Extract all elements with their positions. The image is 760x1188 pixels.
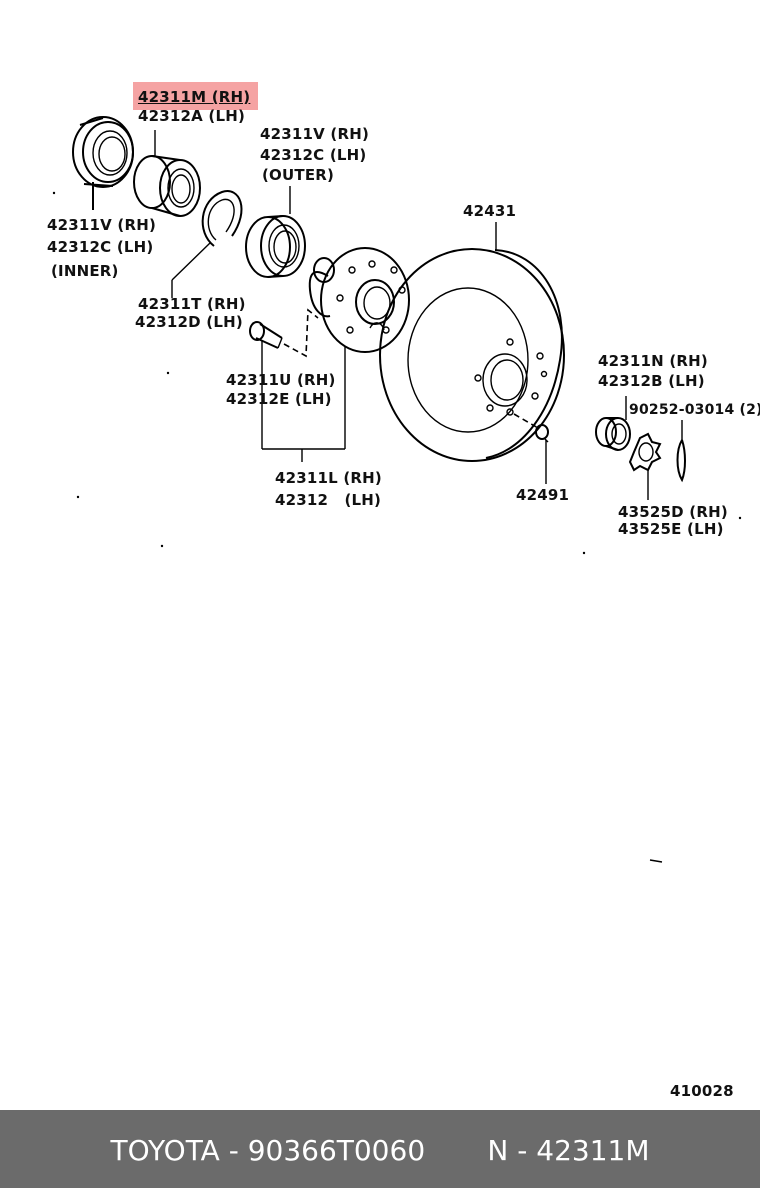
label-lock-cap-rh[interactable]: 43525D (RH) <box>618 503 728 521</box>
inner-oil-seal-drawing <box>72 116 134 210</box>
hub-bolt-drawing <box>249 308 319 375</box>
label-outer-seal-note: (OUTER) <box>262 166 335 184</box>
outer-oil-seal-drawing <box>245 186 306 278</box>
hub-assembly-bracket <box>261 346 346 462</box>
label-bearing-rh[interactable]: 42311M (RH) <box>138 88 251 106</box>
snap-ring-drawing <box>171 190 243 298</box>
label-bearing-lh[interactable]: 42312A (LH) <box>138 107 246 125</box>
hub-flange-drawing <box>308 247 410 353</box>
label-lock-cap-lh[interactable]: 43525E (LH) <box>618 520 724 538</box>
label-cotter-pin[interactable]: 90252-03014 (2) <box>629 402 760 418</box>
figure-number: 410028 <box>670 1082 734 1100</box>
label-outer-seal-rh[interactable]: 42311V (RH) <box>260 125 370 143</box>
footer-bar: TOYOTA - 90366T0060 N - 42311M <box>0 1110 760 1188</box>
label-screw[interactable]: 42491 <box>516 486 570 504</box>
label-hub-lh[interactable]: 42312 (LH) <box>275 491 382 509</box>
label-disc[interactable]: 42431 <box>463 202 517 220</box>
label-inner-seal-note: (INNER) <box>51 262 119 280</box>
selected-part-highlight <box>133 82 258 110</box>
exploded-hub-diagram <box>52 116 742 863</box>
label-hub-rh[interactable]: 42311L (RH) <box>275 469 382 487</box>
label-snap-ring-rh[interactable]: 42311T (RH) <box>138 295 246 313</box>
label-inner-seal-rh[interactable]: 42311V (RH) <box>47 216 157 234</box>
brake-disc-drawing <box>379 222 565 462</box>
cotter-pin-drawing <box>676 420 686 483</box>
disc-screw-drawing <box>535 424 549 484</box>
hub-nut-drawing <box>595 396 631 451</box>
label-hub-bolt-lh[interactable]: 42312E (LH) <box>226 390 332 408</box>
label-hub-nut-rh[interactable]: 42311N (RH) <box>598 352 708 370</box>
scan-specks <box>52 191 742 863</box>
label-hub-nut-lh[interactable]: 42312B (LH) <box>598 372 705 390</box>
footer-part-info: TOYOTA - 90366T0060 N - 42311M <box>110 1134 650 1167</box>
label-inner-seal-lh[interactable]: 42312C (LH) <box>47 238 154 256</box>
bearing-drawing <box>133 130 201 217</box>
label-snap-ring-lh[interactable]: 42312D (LH) <box>135 313 243 331</box>
label-hub-bolt-rh[interactable]: 42311U (RH) <box>226 371 336 389</box>
lock-cap-drawing <box>628 432 662 500</box>
label-outer-seal-lh[interactable]: 42312C (LH) <box>260 146 367 164</box>
